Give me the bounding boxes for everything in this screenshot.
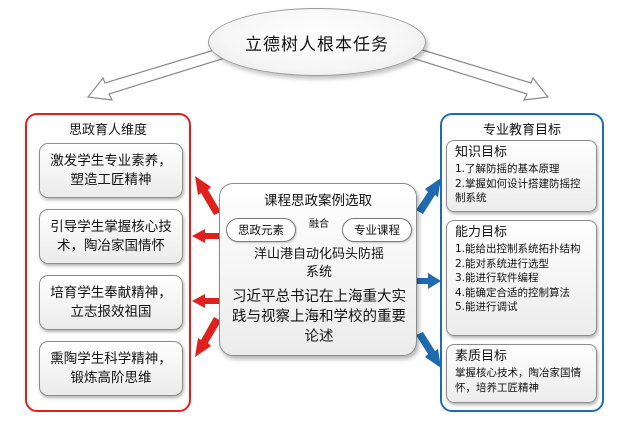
red-arrow-2 xyxy=(192,229,219,243)
knowledge-goal-box: 知识目标 1.了解防摇的基本原理 2.掌握如何设计搭建防摇控制系统 xyxy=(446,140,597,212)
knowledge-goal-item-2: 2.掌握如何设计搭建防摇控制系统 xyxy=(455,177,581,205)
major-course-label: 专业课程 xyxy=(354,223,400,237)
ability-goal-item-1: 1.能给出控制系统拓扑结构 xyxy=(455,243,581,255)
case-xi-speech: 习近平总书记在上海重大实践与视察上海和学校的重要论述 xyxy=(232,289,406,345)
knowledge-goal-title: 知识目标 xyxy=(455,145,508,160)
left-item-2: 引导学生掌握核心技术，陶冶家国情怀 xyxy=(39,209,183,264)
ability-goal-item-4: 4.能确定合适的控制算法 xyxy=(455,286,571,299)
center-title: 课程思政案例选取 xyxy=(264,193,372,209)
major-course-pill: 专业课程 xyxy=(342,218,412,242)
blue-arrow-2 xyxy=(417,273,441,289)
blue-arrow-3 xyxy=(416,332,441,368)
center-case-box: 课程思政案例选取 思政元素 融合 专业课程 洋山港自动化码头防摇系统 习近平总书… xyxy=(219,183,417,356)
quality-goal-text: 掌握核心技术，陶冶家国情怀，培养工匠精神 xyxy=(455,367,581,394)
ability-goal-item-3: 3.能进行软件编程 xyxy=(455,272,539,284)
left-item-4: 熏陶学生科学精神，锻炼高阶思维 xyxy=(39,341,183,396)
ability-goal-item-5: 5.能进行调试 xyxy=(455,301,518,313)
right-panel-title: 专业教育目标 xyxy=(482,123,561,138)
ability-goal-box: 能力目标 1.能给出控制系统拓扑结构 2.能对系统进行选型 3.能进行软件编程 … xyxy=(446,220,597,336)
case-yangshan-port: 洋山港自动化码头防摇系统 xyxy=(253,247,384,280)
left-item-4-text: 熏陶学生科学精神，锻炼高阶思维 xyxy=(50,350,172,386)
top-goal-ellipse: 立德树人根本任务 xyxy=(208,8,426,76)
red-arrow-1 xyxy=(195,176,221,215)
ideology-element-pill: 思政元素 xyxy=(226,218,296,242)
red-arrow-3 xyxy=(192,294,219,308)
top-goal-title: 立德树人根本任务 xyxy=(245,34,389,55)
red-arrows xyxy=(192,176,221,357)
left-item-2-text: 引导学生掌握核心技术，陶冶家国情怀 xyxy=(50,218,172,254)
left-panel-title: 思政育人维度 xyxy=(68,123,147,138)
quality-goal-box: 素质目标 掌握核心技术，陶冶家国情怀，培养工匠精神 xyxy=(446,344,597,403)
left-item-3-text: 培育学生奉献精神，立志报效祖国 xyxy=(50,284,172,320)
top-left-hollow-arrow xyxy=(86,47,226,101)
fusion-label: 融合 xyxy=(309,219,329,230)
ability-goal-item-2: 2.能对系统进行选型 xyxy=(455,257,550,270)
ideology-element-label: 思政元素 xyxy=(238,223,284,237)
red-arrow-4 xyxy=(195,317,221,357)
ability-goal-title: 能力目标 xyxy=(455,225,508,240)
left-item-1-text: 激发学生专业素养，塑造工匠精神 xyxy=(50,152,172,188)
left-item-1: 激发学生专业素养，塑造工匠精神 xyxy=(39,143,183,198)
left-item-3: 培育学生奉献精神，立志报效祖国 xyxy=(39,275,183,330)
quality-goal-title: 素质目标 xyxy=(455,349,508,364)
blue-arrows xyxy=(416,178,441,368)
blue-arrow-1 xyxy=(416,178,441,214)
knowledge-goal-item-1: 1.了解防摇的基本原理 xyxy=(455,163,560,175)
top-right-hollow-arrow xyxy=(411,47,550,101)
